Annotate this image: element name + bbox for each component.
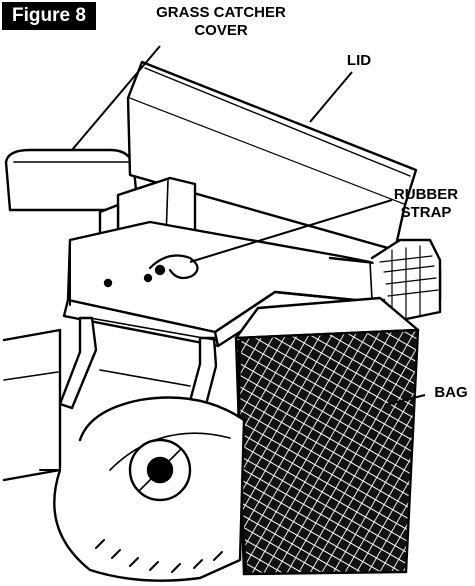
callout-lid: LID — [346, 52, 372, 69]
callout-rubber-strap: RUBBER STRAP — [376, 186, 475, 222]
callout-rubber-strap-line2: STRAP — [400, 204, 452, 221]
callout-rubber-strap-line1: RUBBER — [393, 186, 459, 203]
callout-grass-catcher-cover: GRASS CATCHER COVER — [136, 4, 306, 40]
callout-grass-catcher-cover-line1: GRASS CATCHER — [156, 4, 286, 21]
tractor-body — [2, 328, 62, 482]
callout-grass-catcher-cover-line2: COVER — [194, 22, 248, 39]
callout-bag: BAG — [434, 384, 468, 401]
rubber-strap — [148, 254, 199, 280]
figure-label: Figure 8 — [2, 2, 96, 30]
support-bracket — [58, 316, 98, 410]
bag — [234, 328, 420, 576]
